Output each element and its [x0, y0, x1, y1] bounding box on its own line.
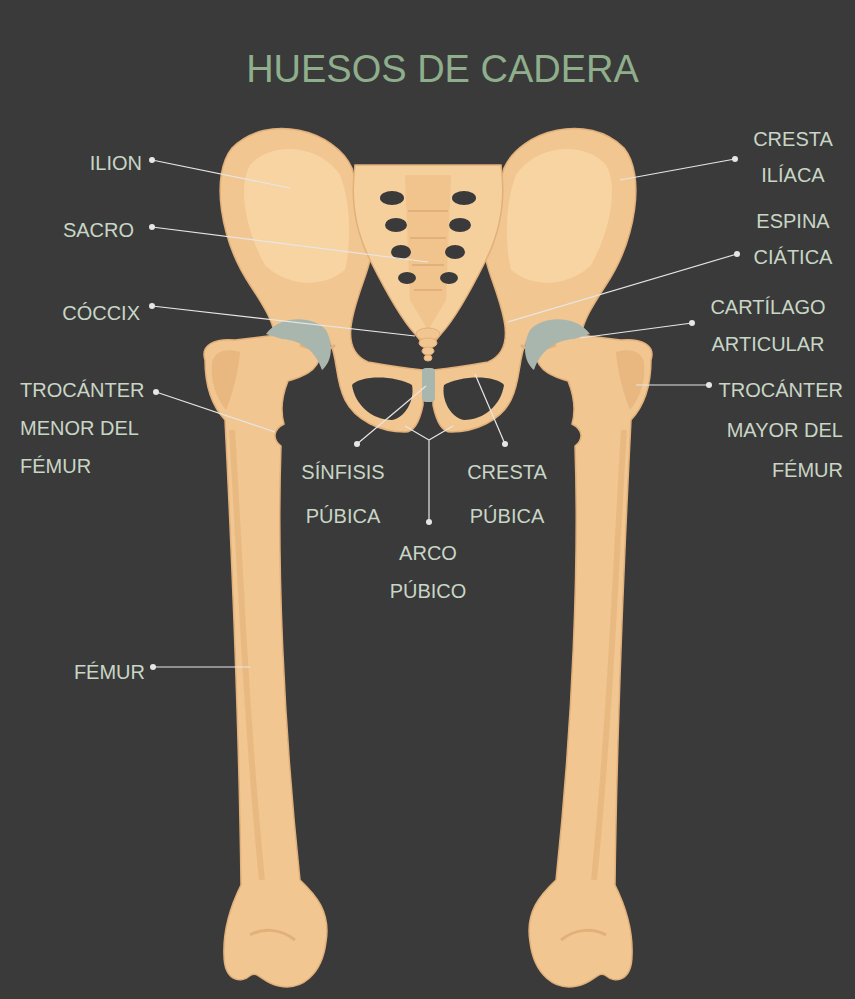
leader-dots [149, 156, 740, 670]
sacrum-body [405, 175, 451, 330]
part-label: CRESTA PÚBICA [447, 450, 567, 538]
part-label: CARTÍLAGO ARTICULAR [703, 289, 833, 363]
diagram-title: HUESOS DE CADERA [0, 48, 855, 91]
sacral-foramina [380, 191, 476, 284]
leader-lines [152, 159, 737, 667]
right-cartilage [525, 319, 590, 370]
part-label: ESPINA CIÁTICA [738, 203, 848, 275]
part-label: CÓCCIX [2, 295, 140, 331]
part-label: FÉMUR [2, 654, 145, 690]
part-label: ARCO PÚBICO [378, 534, 478, 610]
part-label: SACRO [2, 212, 134, 248]
part-label: TROCÁNTER MAYOR DEL FÉMUR [713, 370, 843, 490]
right-femur [529, 333, 652, 987]
part-label: CRESTA ILÍACA [738, 121, 848, 193]
part-label: TROCÁNTER MENOR DEL FÉMUR [20, 371, 150, 485]
part-label: ILION [2, 145, 142, 181]
left-femur [204, 333, 327, 987]
coccyx [416, 328, 440, 361]
sacral-ridges [408, 211, 448, 290]
part-label: SÍNFISIS PÚBICA [283, 450, 403, 538]
sacrum [353, 165, 503, 350]
pubic-symphysis [422, 368, 435, 402]
left-cartilage [266, 319, 331, 370]
